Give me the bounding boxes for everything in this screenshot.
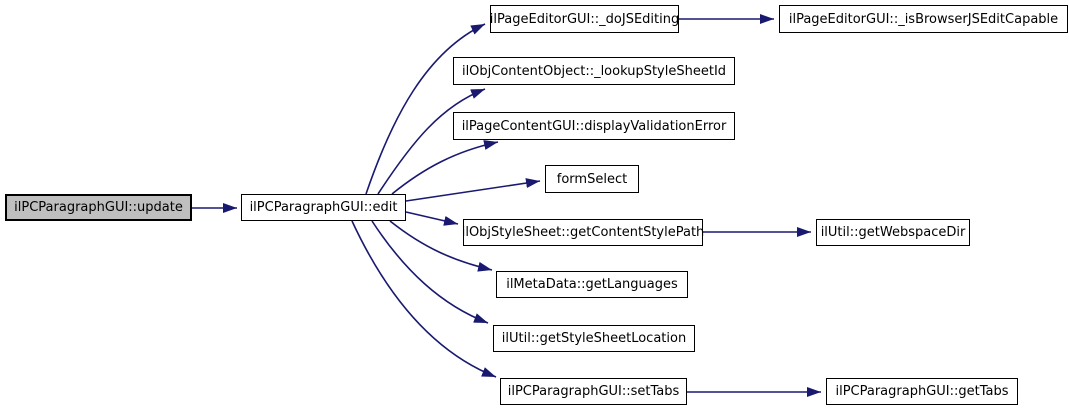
node-getcontentstylepath[interactable]: ilObjStyleSheet::getContentStylePath	[462, 219, 704, 246]
node-edit[interactable]: ilPCParagraphGUI::edit	[241, 194, 406, 221]
node-dojsediting[interactable]: ilPageEditorGUI::_doJSEditing	[490, 5, 679, 33]
edge-edit-to-dojsediting	[365, 23, 486, 195]
edge-edit-to-getstylesheetlocation	[371, 220, 489, 324]
node-lookupstylesheetid[interactable]: ilObjContentObject::_lookupStyleSheetId	[453, 57, 735, 85]
node-gettabs[interactable]: ilPCParagraphGUI::getTabs	[826, 378, 1018, 405]
edge-edit-to-settabs	[351, 220, 497, 378]
node-displayvalidationerror[interactable]: ilPageContentGUI::displayValidationError	[453, 112, 735, 140]
node-formselect[interactable]: formSelect	[545, 165, 639, 193]
edge-edit-to-getlanguages	[389, 220, 493, 272]
edge-edit-to-displayvalidationerror	[391, 140, 499, 195]
node-getlanguages[interactable]: ilMetaData::getLanguages	[496, 271, 688, 298]
node-update: ilPCParagraphGUI::update	[5, 194, 192, 221]
edges-group	[192, 14, 821, 397]
node-isbrowserjseditcapable[interactable]: ilPageEditorGUI::_isBrowserJSEditCapable	[779, 5, 1068, 33]
node-settabs[interactable]: ilPCParagraphGUI::setTabs	[500, 378, 687, 405]
edge-edit-to-lookupstylesheetid	[377, 88, 486, 195]
edge-edit-to-formselect	[405, 178, 541, 202]
edge-edit-to-getcontentstylepath	[405, 211, 459, 226]
node-getstylesheetlocation[interactable]: ilUtil::getStyleSheetLocation	[493, 325, 695, 352]
node-getwebspacedir[interactable]: ilUtil::getWebspaceDir	[816, 219, 970, 246]
